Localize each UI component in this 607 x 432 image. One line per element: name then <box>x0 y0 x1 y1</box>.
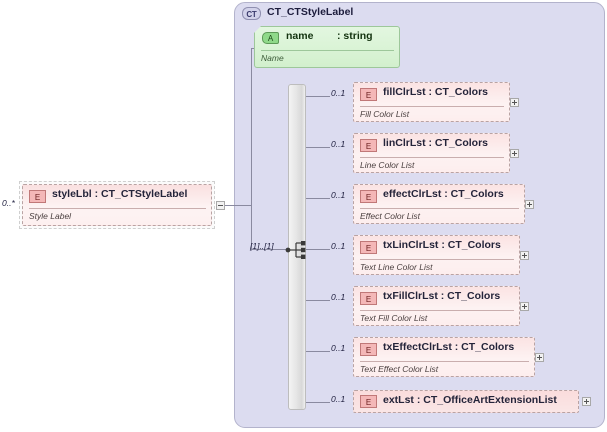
cardinality-root: 0..* <box>2 198 15 208</box>
element-badge-icon: E <box>360 190 377 203</box>
element-label: fillClrLst : CT_Colors <box>383 86 489 98</box>
attribute-box-name[interactable]: A name : string Name <box>254 26 400 68</box>
connector-element-4 <box>306 300 330 301</box>
root-element-box-stylelbl[interactable]: E styleLbl : CT_CTStyleLabel Style Label <box>22 184 212 226</box>
connector-trunk-lower <box>251 205 252 250</box>
expander-fillclrlst[interactable] <box>510 98 519 107</box>
cardinality-element-4: 0..1 <box>331 292 346 302</box>
element-annotation: Text Fill Color List <box>360 313 428 323</box>
cardinality-element-1: 0..1 <box>331 139 346 149</box>
connector-root-to-trunk <box>225 205 251 206</box>
cardinality-element-5: 0..1 <box>331 343 346 353</box>
element-box-txlinclrlst[interactable]: E txLinClrLst : CT_Colors Text Line Colo… <box>353 235 520 275</box>
connector-element-3 <box>306 249 330 250</box>
root-element-badge-icon: E <box>29 190 46 203</box>
element-divider <box>360 259 514 260</box>
complex-type-badge-icon: CT <box>242 7 261 20</box>
connector-trunk-upper <box>251 48 252 250</box>
element-label: txEffectClrLst : CT_Colors <box>383 341 515 353</box>
element-annotation: Fill Color List <box>360 109 410 119</box>
attribute-badge-icon: A <box>262 32 279 44</box>
element-box-txfillclrlst[interactable]: E txFillClrLst : CT_Colors Text Fill Col… <box>353 286 520 326</box>
root-element-divider <box>29 208 206 209</box>
element-label: txLinClrLst : CT_Colors <box>383 239 501 251</box>
element-box-extlst[interactable]: E extLst : CT_OfficeArtExtensionList <box>353 390 579 413</box>
element-annotation: Effect Color List <box>360 211 420 221</box>
element-badge-icon: E <box>360 292 377 305</box>
expander-txfillclrlst[interactable] <box>520 302 529 311</box>
expander-extlst[interactable] <box>582 397 591 406</box>
choice-branch-icon <box>285 241 306 259</box>
cardinality-element-2: 0..1 <box>331 190 346 200</box>
cardinality-element-6: 0..1 <box>331 394 346 404</box>
expander-effectclrlst[interactable] <box>525 200 534 209</box>
element-label: extLst : CT_OfficeArtExtensionList <box>383 394 557 406</box>
element-annotation: Line Color List <box>360 160 415 170</box>
root-element-annotation: Style Label <box>29 211 72 221</box>
element-box-txeffectclrlst[interactable]: E txEffectClrLst : CT_Colors Text Effect… <box>353 337 535 377</box>
compositor-cardinality: [1]..[1] <box>250 241 274 251</box>
connector-element-1 <box>306 147 330 148</box>
expander-txeffectclrlst[interactable] <box>535 353 544 362</box>
cardinality-element-3: 0..1 <box>331 241 346 251</box>
element-divider <box>360 106 504 107</box>
element-badge-icon: E <box>360 139 377 152</box>
element-annotation: Text Effect Color List <box>360 364 439 374</box>
expander-txlinclrlst[interactable] <box>520 251 529 260</box>
element-divider <box>360 157 504 158</box>
element-badge-icon: E <box>360 88 377 101</box>
attribute-type: : string <box>337 30 373 42</box>
element-badge-icon: E <box>360 343 377 356</box>
element-badge-icon: E <box>360 241 377 254</box>
element-divider <box>360 310 514 311</box>
collapse-toggle-stylelbl[interactable] <box>216 201 225 210</box>
element-badge-icon: E <box>360 395 377 408</box>
connector-to-compositor <box>251 249 288 250</box>
element-label: linClrLst : CT_Colors <box>383 137 489 149</box>
complex-type-title: CT_CTStyleLabel <box>267 6 354 18</box>
element-label: effectClrLst : CT_Colors <box>383 188 504 200</box>
element-divider <box>360 208 519 209</box>
attribute-annotation: Name <box>261 53 284 63</box>
attribute-divider <box>261 50 394 51</box>
compositor-bar <box>288 84 306 410</box>
element-box-fillclrlst[interactable]: E fillClrLst : CT_Colors Fill Color List <box>353 82 510 122</box>
element-box-linclrlst[interactable]: E linClrLst : CT_Colors Line Color List <box>353 133 510 173</box>
root-element-label: styleLbl : CT_CTStyleLabel <box>52 188 188 200</box>
attribute-name: name <box>286 30 314 42</box>
connector-element-6 <box>306 402 330 403</box>
connector-element-5 <box>306 351 330 352</box>
connector-element-2 <box>306 198 330 199</box>
element-box-effectclrlst[interactable]: E effectClrLst : CT_Colors Effect Color … <box>353 184 525 224</box>
cardinality-element-0: 0..1 <box>331 88 346 98</box>
element-annotation: Text Line Color List <box>360 262 433 272</box>
connector-element-0 <box>306 96 330 97</box>
expander-linclrlst[interactable] <box>510 149 519 158</box>
element-divider <box>360 361 529 362</box>
element-label: txFillClrLst : CT_Colors <box>383 290 501 302</box>
